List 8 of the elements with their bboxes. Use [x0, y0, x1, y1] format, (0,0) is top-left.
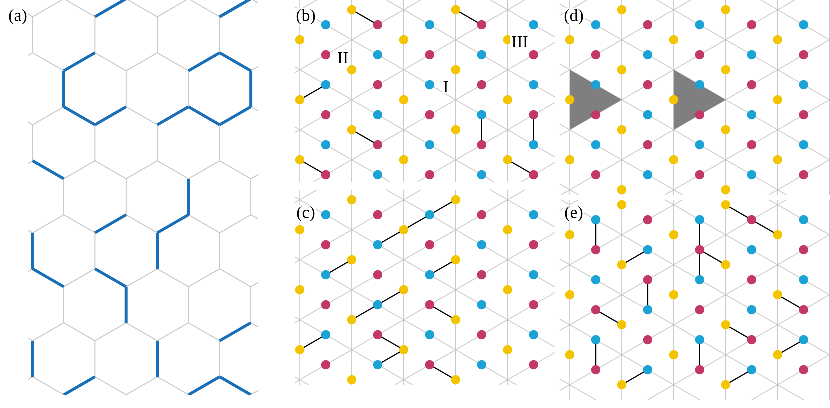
site-label: III [510, 35, 530, 49]
panel-label: (c) [296, 205, 316, 223]
panel-label: (a) [8, 8, 28, 26]
site-label: II [336, 51, 350, 65]
site-label: I [442, 80, 450, 94]
panel-label: (e) [564, 205, 584, 223]
panel-label: (d) [563, 8, 585, 26]
panel-label: (b) [295, 8, 317, 26]
